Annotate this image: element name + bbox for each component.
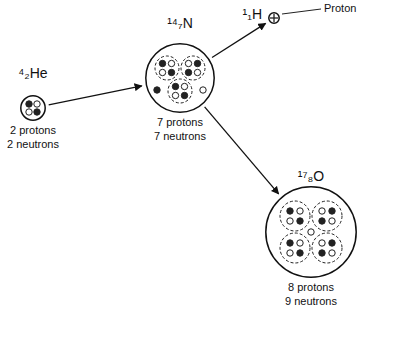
nuclide-symbol: ¹⁷₈O [298,169,324,184]
proton-dot [319,218,325,224]
nucleus-circle [265,186,357,278]
neutron-dot [34,101,40,107]
proton-dot [297,250,303,256]
particle-count: 8 protons 9 neutrons [276,281,346,309]
proton-dot [154,87,160,93]
nucleus-outline [265,186,357,278]
neutron-dot [185,60,191,66]
reaction-arrow [205,107,279,194]
nucleus-circle [145,43,215,113]
leader-line [282,9,321,14]
neutron-dot [159,69,165,75]
proton-dot [194,60,200,66]
nuclide-symbol: ⁴₂He [18,66,47,81]
reaction-arrow [212,23,266,57]
neutron-dot [297,240,303,246]
proton-dot [26,101,32,107]
alpha-cluster [280,201,310,231]
neutron-dot [168,60,174,66]
reaction-arrow [49,86,142,105]
proton-dot [172,83,178,89]
neutron-dot [181,83,187,89]
neutron-dot [329,250,335,256]
neutron-dot [194,69,200,75]
neutron-dot [297,208,303,214]
nucleus-circle [20,95,46,121]
nucleus-outline [268,12,280,24]
alpha-cluster [280,233,310,263]
neutron-dot [200,87,206,93]
neutron-dot [172,92,178,98]
alpha-cluster [155,56,179,80]
alpha-cluster [312,233,342,263]
plus-sign [273,14,274,22]
particle-count: 2 protons 2 neutrons [0,124,66,152]
neutron-dot [26,109,32,115]
neutron-dot [287,218,293,224]
proton-dot [185,69,191,75]
particle-count: 7 protons 7 neutrons [147,116,213,144]
proton-dot [181,92,187,98]
nucleus-node: ⁴₂He 2 protons 2 neutrons [0,66,66,152]
proton-dot [287,208,293,214]
proton-dot [168,69,174,75]
nuclide-symbol: ¹₁H [243,7,263,21]
neutron-dot [329,218,335,224]
alpha-cluster [168,79,192,103]
nucleus-outline [20,95,46,121]
neutron-dot [287,250,293,256]
proton-dot [287,240,293,246]
nucleus-outline [145,43,215,113]
proton-dot [34,109,40,115]
nucleus-node: ¹₁H [243,7,281,24]
alpha-cluster [181,56,205,80]
nucleus-node: ¹⁴₇N 7 protons 7 neutrons [145,16,215,144]
proton-dot [329,240,335,246]
proton-dot [159,60,165,66]
nucleus-circle [268,12,280,24]
proton-dot [329,208,335,214]
neutron-dot [319,208,325,214]
neutron-dot [308,229,314,235]
proton-dot [319,250,325,256]
proton-dot [297,218,303,224]
nuclide-symbol: ¹⁴₇N [167,16,193,31]
neutron-dot [319,240,325,246]
nucleus-node: ¹⁷₈O 8 protons 9 neutrons [265,169,357,309]
alpha-cluster [312,201,342,231]
particle-label: Proton [324,2,356,15]
